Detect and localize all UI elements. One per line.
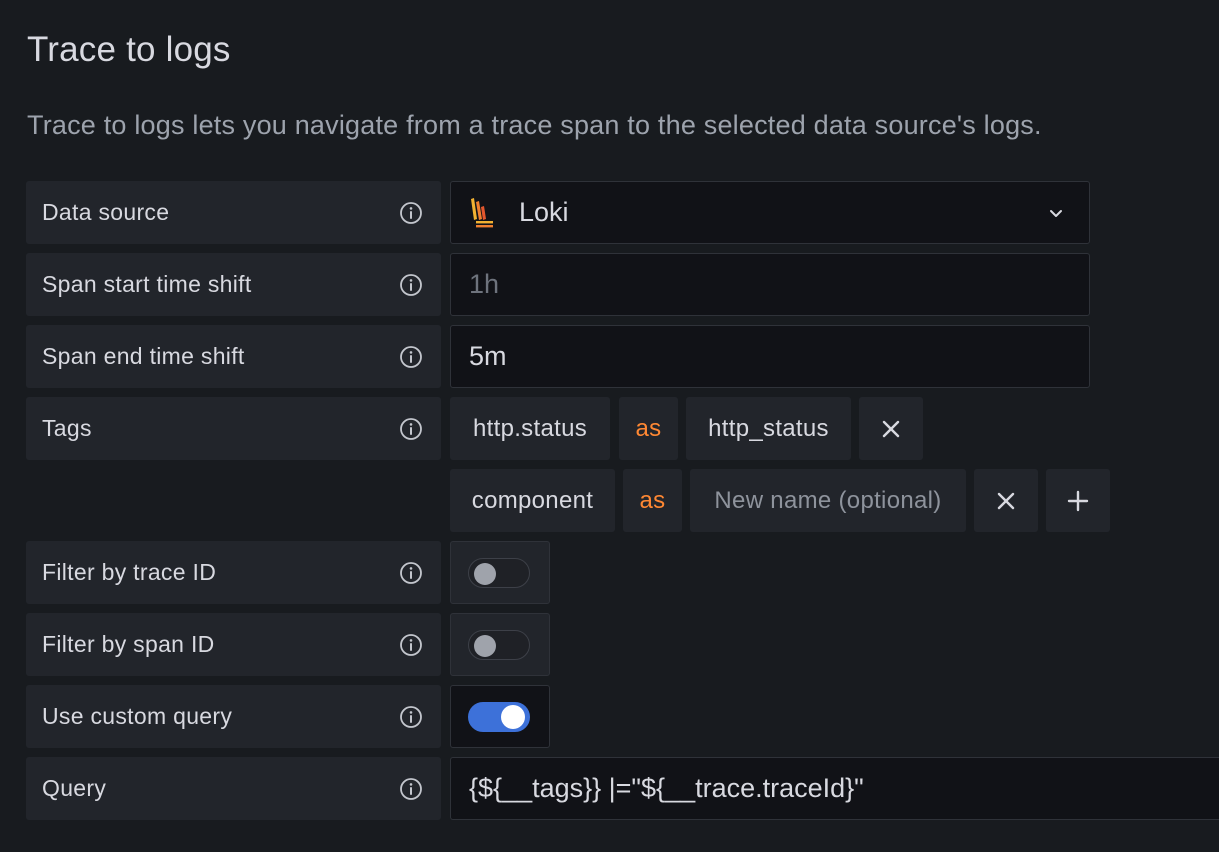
span-end-label-text: Span end time shift (42, 343, 245, 369)
custom-query-toggle[interactable] (468, 702, 530, 732)
span-end-value: 5m (469, 341, 507, 371)
info-circle-icon[interactable] (399, 561, 423, 585)
tags-label-text: Tags (42, 415, 92, 441)
section-description: Trace to logs lets you navigate from a t… (27, 110, 1042, 140)
loki-logo-icon (471, 197, 493, 227)
filter-trace-toggle[interactable] (468, 558, 530, 588)
tag-as-label: as (619, 397, 678, 460)
add-tag-button[interactable] (1046, 469, 1110, 532)
tag-name-input[interactable]: New name (optional) (690, 469, 966, 532)
tag-key-select[interactable]: component (450, 469, 615, 532)
filter-span-label-text: Filter by span ID (42, 631, 215, 657)
tag-name-input[interactable]: http_status (686, 397, 851, 460)
toggle-knob (474, 563, 496, 585)
datasource-label-text: Data source (42, 199, 170, 225)
custom-query-label-text: Use custom query (42, 703, 233, 729)
datasource-value: Loki (519, 197, 569, 227)
tag-key-select[interactable]: http.status (450, 397, 610, 460)
chevron-down-icon[interactable] (1047, 204, 1065, 222)
plus-icon (1067, 490, 1089, 511)
span-start-label-text: Span start time shift (42, 271, 252, 297)
close-icon (997, 492, 1015, 509)
query-label: Query (26, 757, 441, 820)
info-circle-icon[interactable] (399, 273, 423, 297)
info-circle-icon[interactable] (399, 201, 423, 225)
span-end-input[interactable]: 5m (450, 325, 1090, 388)
toggle-knob (501, 705, 525, 729)
info-circle-icon[interactable] (399, 705, 423, 729)
datasource-label: Data source (26, 181, 441, 244)
tags-label: Tags (26, 397, 441, 460)
custom-query-label: Use custom query (26, 685, 441, 748)
datasource-select[interactable]: Loki (450, 181, 1090, 244)
section-title: Trace to logs (27, 30, 231, 69)
info-circle-icon[interactable] (399, 345, 423, 369)
filter-trace-label: Filter by trace ID (26, 541, 441, 604)
filter-span-label: Filter by span ID (26, 613, 441, 676)
info-circle-icon[interactable] (399, 417, 423, 441)
remove-tag-button[interactable] (859, 397, 923, 460)
filter-trace-container (450, 541, 550, 604)
info-circle-icon[interactable] (399, 777, 423, 801)
remove-tag-button[interactable] (974, 469, 1038, 532)
info-circle-icon[interactable] (399, 633, 423, 657)
filter-trace-label-text: Filter by trace ID (42, 559, 217, 585)
query-input[interactable]: {${__tags}} |="${__trace.traceId}" (450, 757, 1219, 820)
close-icon (882, 420, 900, 437)
toggle-knob (474, 635, 496, 657)
query-value: {${__tags}} |="${__trace.traceId}" (469, 773, 864, 803)
filter-span-container (450, 613, 550, 676)
span-end-label: Span end time shift (26, 325, 441, 388)
query-label-text: Query (42, 775, 107, 801)
tag-as-label: as (623, 469, 682, 532)
span-start-placeholder: 1h (469, 269, 500, 299)
span-start-input[interactable]: 1h (450, 253, 1090, 316)
custom-query-container (450, 685, 550, 748)
span-start-label: Span start time shift (26, 253, 441, 316)
filter-span-toggle[interactable] (468, 630, 530, 660)
